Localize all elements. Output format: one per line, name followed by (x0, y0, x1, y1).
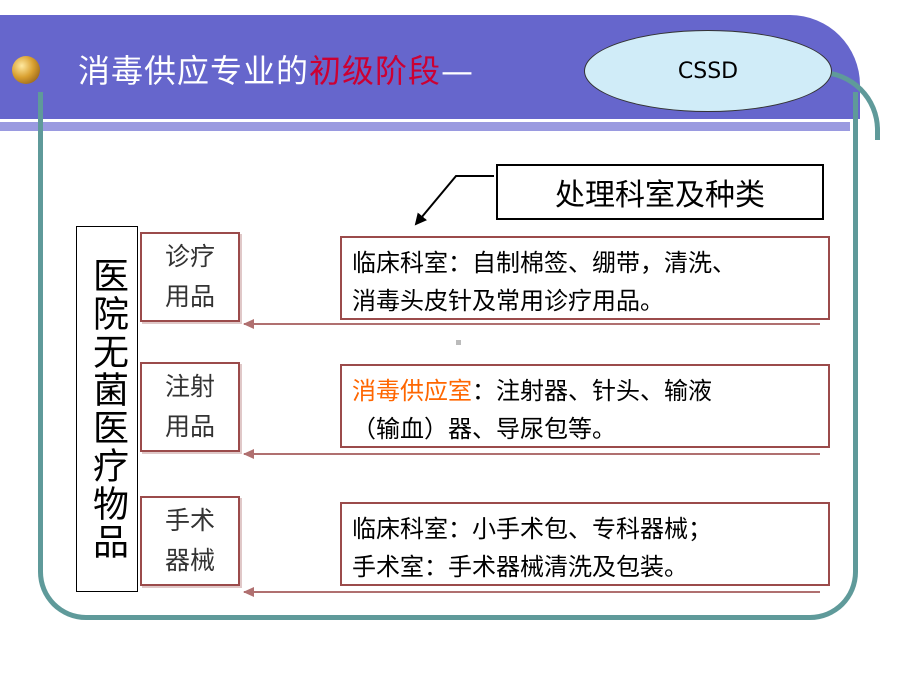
category-injection-line2: 用品 (164, 412, 215, 441)
title-prefix: 消毒供应专业的 (78, 52, 310, 90)
dept-header-arrow (414, 175, 494, 226)
category-surgical: 手术 器械 (140, 496, 240, 586)
detail-injection-line2: （输血）器、导尿包等。 (352, 415, 616, 443)
cssd-oval: CSSD (584, 30, 832, 112)
detail-injection: 消毒供应室：注射器、针头、输液 （输血）器、导尿包等。 (340, 364, 830, 448)
detail-diagnostic-line1: 临床科室：自制棉签、绷带，清洗、 (352, 249, 736, 277)
cssd-label: CSSD (677, 58, 739, 84)
category-diagnostic-line2: 用品 (164, 282, 215, 311)
banner-stripe (0, 122, 850, 131)
dept-header-box: 处理科室及种类 (496, 164, 824, 220)
detail-diagnostic-line2: 消毒头皮针及常用诊疗用品。 (352, 287, 664, 315)
sterile-items-label: 医院无菌医疗物品 (87, 257, 128, 561)
gold-bullet-icon (12, 56, 40, 84)
slide-title: 消毒供应专业的初级阶段— (78, 46, 474, 92)
title-suffix: — (441, 52, 475, 90)
detail-surgical-line1: 临床科室：小手术包、专科器械； (352, 515, 712, 543)
detail-diagnostic: 临床科室：自制棉签、绷带，清洗、 消毒头皮针及常用诊疗用品。 (340, 236, 830, 320)
content-frame (38, 92, 858, 620)
title-highlight: 初级阶段 (309, 52, 442, 90)
category-surgical-line2: 器械 (164, 546, 215, 575)
sterile-items-box: 医院无菌医疗物品 (76, 226, 138, 592)
category-injection: 注射 用品 (140, 362, 240, 452)
detail-injection-rest: ：注射器、针头、输液 (472, 377, 712, 405)
category-surgical-line1: 手术 (164, 506, 215, 535)
detail-injection-highlight: 消毒供应室 (352, 377, 472, 405)
category-diagnostic-line1: 诊疗 (164, 242, 215, 271)
detail-surgical: 临床科室：小手术包、专科器械； 手术室：手术器械清洗及包装。 (340, 502, 830, 586)
category-injection-line1: 注射 (164, 372, 215, 401)
stray-dot (456, 340, 461, 345)
detail-injection-line1: 消毒供应室：注射器、针头、输液 (352, 372, 828, 410)
detail-surgical-line2: 手术室：手术器械清洗及包装。 (352, 553, 688, 581)
category-diagnostic: 诊疗 用品 (140, 232, 240, 322)
dept-header-label: 处理科室及种类 (555, 178, 765, 213)
